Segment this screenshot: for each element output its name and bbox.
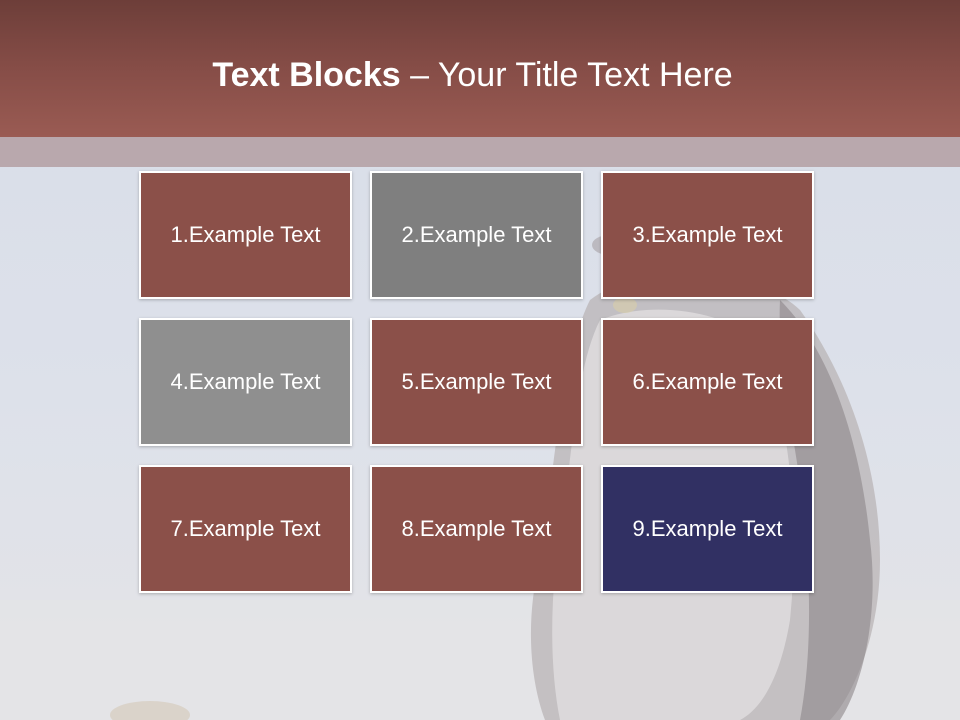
page-title: Text Blocks – Your Title Text Here bbox=[0, 52, 945, 98]
text-block-label: 7.Example Text bbox=[170, 516, 321, 541]
title-rest: Your Title Text Here bbox=[437, 56, 733, 94]
text-block-9[interactable]: 9.Example Text bbox=[601, 465, 814, 593]
text-block-label: 6.Example Text bbox=[632, 369, 783, 394]
text-block-5[interactable]: 5.Example Text bbox=[370, 318, 583, 446]
title-dash: – bbox=[400, 56, 438, 94]
text-block-7[interactable]: 7.Example Text bbox=[139, 465, 352, 593]
title-bold: Text Blocks bbox=[212, 56, 401, 94]
text-block-label: 9.Example Text bbox=[632, 516, 783, 541]
text-block-label: 3.Example Text bbox=[632, 222, 783, 247]
text-block-label: 8.Example Text bbox=[401, 516, 552, 541]
text-block-4[interactable]: 4.Example Text bbox=[139, 318, 352, 446]
text-block-1[interactable]: 1.Example Text bbox=[139, 171, 352, 299]
header-accent-band bbox=[0, 137, 960, 167]
text-block-6[interactable]: 6.Example Text bbox=[601, 318, 814, 446]
text-block-2[interactable]: 2.Example Text bbox=[370, 171, 583, 299]
text-block-label: 1.Example Text bbox=[170, 222, 321, 247]
text-block-label: 5.Example Text bbox=[401, 369, 552, 394]
text-block-3[interactable]: 3.Example Text bbox=[601, 171, 814, 299]
text-block-8[interactable]: 8.Example Text bbox=[370, 465, 583, 593]
header-band bbox=[0, 0, 960, 137]
text-block-label: 4.Example Text bbox=[170, 369, 321, 394]
text-block-label: 2.Example Text bbox=[401, 222, 552, 247]
